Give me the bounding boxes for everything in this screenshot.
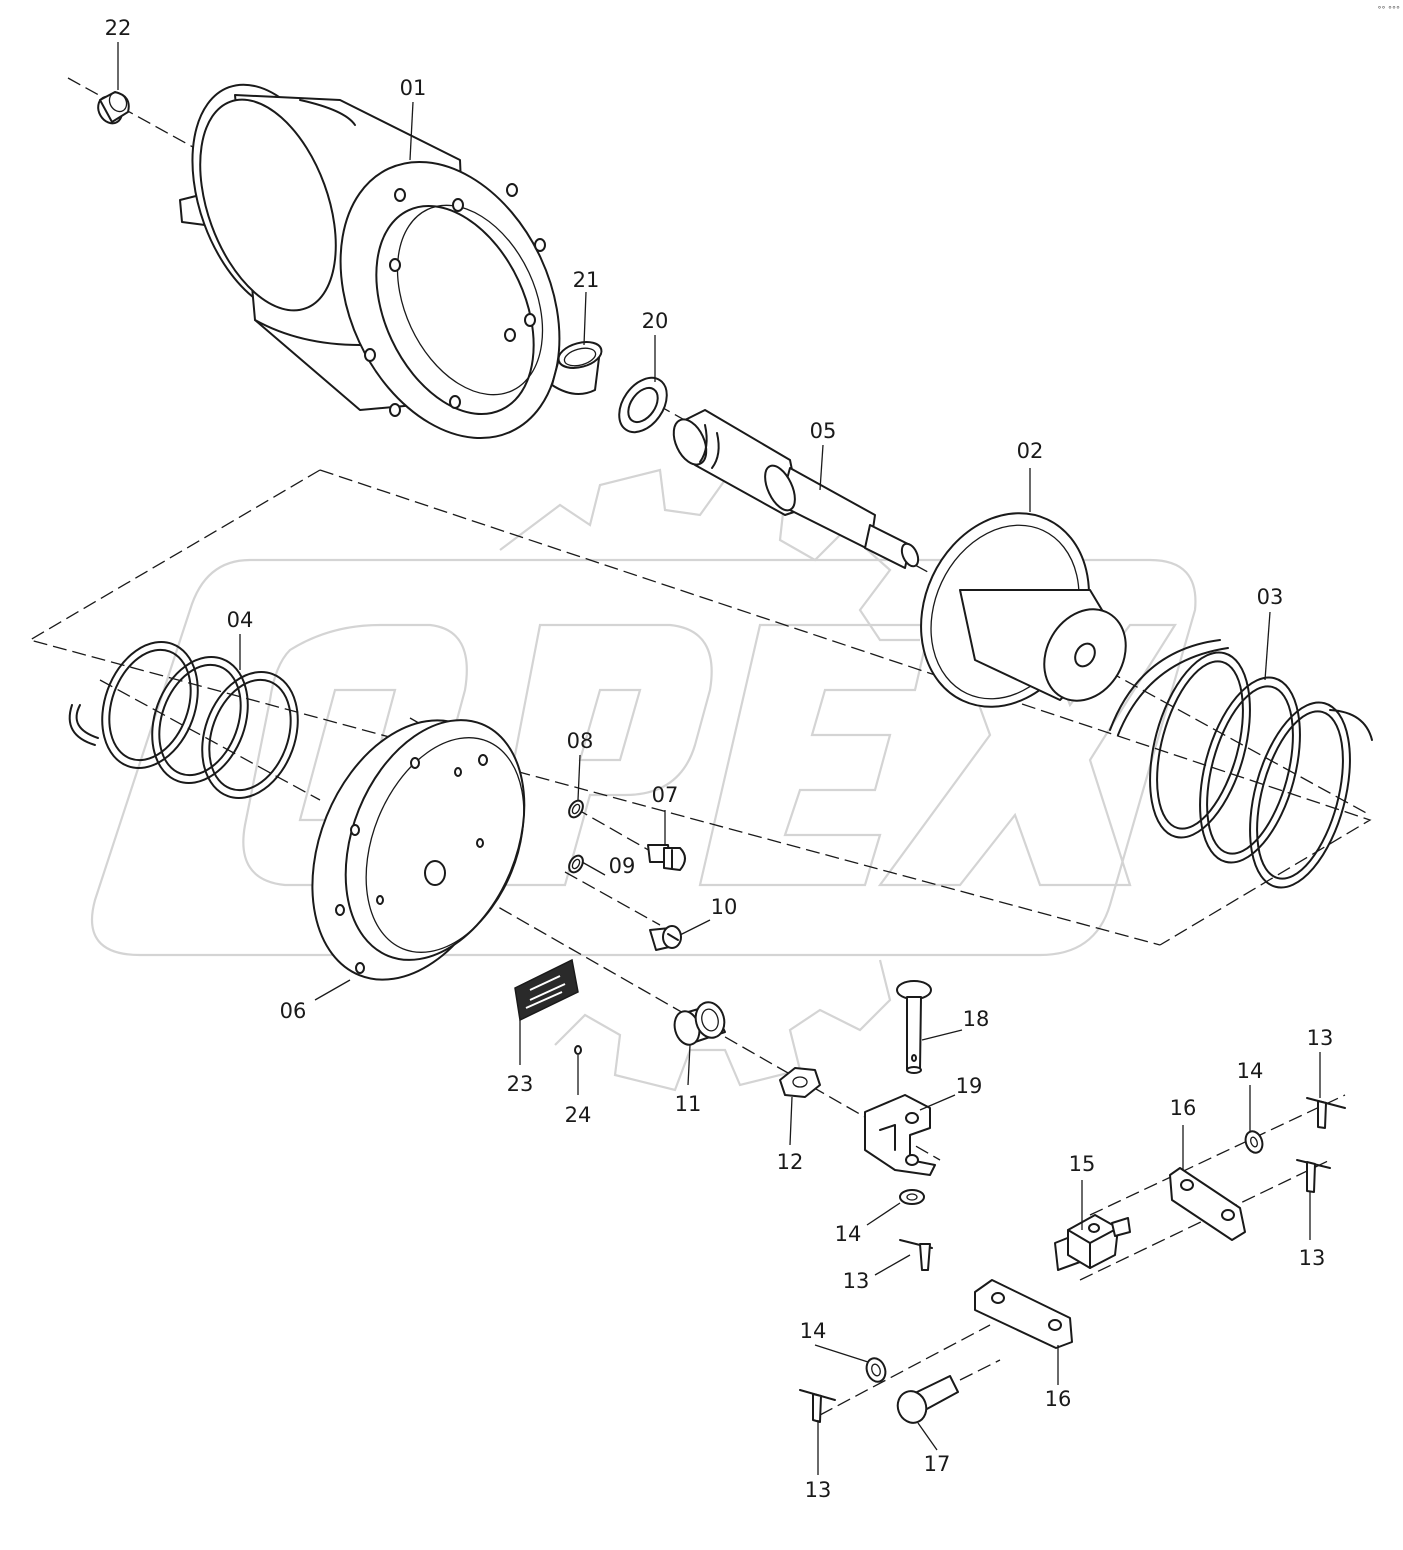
label-13-middle: 13 bbox=[843, 1269, 870, 1293]
label-10: 10 bbox=[711, 895, 738, 919]
label-05: 05 bbox=[810, 419, 837, 443]
label-17: 17 bbox=[924, 1452, 951, 1476]
cover-bolt-holes bbox=[335, 754, 488, 974]
label-06: 06 bbox=[280, 999, 307, 1023]
part-17-clevis-pin bbox=[896, 1375, 959, 1424]
label-23: 23 bbox=[507, 1072, 534, 1096]
part-22-cap bbox=[97, 91, 130, 125]
label-08: 08 bbox=[567, 729, 594, 753]
drum-bolt-holes bbox=[364, 183, 546, 417]
part-10-plug-screw bbox=[649, 925, 682, 951]
part-16-link-plate-a bbox=[1169, 1167, 1246, 1241]
part-14-washer-c bbox=[865, 1357, 887, 1383]
part-23-id-plate bbox=[514, 958, 579, 1022]
part-16-link-plate-b bbox=[974, 1279, 1073, 1349]
part-08-lock-washer bbox=[568, 799, 584, 819]
label-22: 22 bbox=[105, 16, 132, 40]
part-07-bolt bbox=[647, 844, 686, 871]
label-09: 09 bbox=[609, 854, 636, 878]
label-12: 12 bbox=[777, 1150, 804, 1174]
part-01-housing-drum bbox=[179, 83, 561, 440]
enclosure-outline bbox=[28, 469, 1372, 946]
part-13-cotter-pin-b bbox=[1306, 1097, 1346, 1129]
part-13-cotter-pin-d bbox=[799, 1389, 836, 1423]
part-09-lock-washer bbox=[568, 854, 584, 874]
label-15: 15 bbox=[1069, 1152, 1096, 1176]
label-20: 20 bbox=[642, 309, 669, 333]
label-24: 24 bbox=[565, 1103, 592, 1127]
part-03-spring bbox=[1109, 639, 1373, 889]
label-01: 01 bbox=[400, 76, 427, 100]
part-20-thrust-washer bbox=[618, 376, 668, 434]
label-11: 11 bbox=[675, 1092, 702, 1116]
label-03: 03 bbox=[1257, 585, 1284, 609]
label-02: 02 bbox=[1017, 439, 1044, 463]
part-13-cotter-pin-a bbox=[899, 1239, 933, 1271]
part-15-pivot-block bbox=[1054, 1214, 1131, 1271]
part-14-washer-a bbox=[899, 1189, 925, 1205]
part-14-washer-b bbox=[1244, 1130, 1264, 1154]
label-04: 04 bbox=[227, 608, 254, 632]
part-21-retaining-ring bbox=[551, 341, 603, 395]
label-19: 19 bbox=[956, 1074, 983, 1098]
label-21: 21 bbox=[573, 268, 600, 292]
part-24-rivet bbox=[574, 1045, 582, 1055]
leader-lines bbox=[117, 42, 1321, 1475]
part-05-shaft bbox=[672, 409, 920, 569]
part-12-nut bbox=[779, 1067, 821, 1098]
label-13-right: 13 bbox=[1299, 1246, 1326, 1270]
part-13-cotter-pin-c bbox=[1296, 1159, 1331, 1193]
label-13-top-right: 13 bbox=[1307, 1026, 1334, 1050]
part-02-end-cap bbox=[920, 512, 1127, 708]
label-14-middle: 14 bbox=[835, 1222, 862, 1246]
part-11-bushing bbox=[673, 1001, 726, 1046]
label-16-right: 16 bbox=[1170, 1096, 1197, 1120]
part-19-clevis-bracket bbox=[864, 1094, 936, 1176]
label-07: 07 bbox=[652, 783, 679, 807]
label-14-bottom: 14 bbox=[800, 1319, 827, 1343]
watermark-frame bbox=[90, 558, 1197, 957]
part-04-spring bbox=[68, 641, 299, 799]
part-labels: 22 01 21 20 05 02 03 04 08 07 09 10 06 2… bbox=[105, 16, 1334, 1502]
part-18-clevis-pin bbox=[896, 980, 932, 1074]
part-06-cover-plate bbox=[311, 719, 526, 981]
label-14-right: 14 bbox=[1237, 1059, 1264, 1083]
corner-mark: °° °°° bbox=[1377, 5, 1400, 14]
label-13-bottom: 13 bbox=[805, 1478, 832, 1502]
label-18: 18 bbox=[963, 1007, 990, 1031]
label-16-bottom: 16 bbox=[1045, 1387, 1072, 1411]
